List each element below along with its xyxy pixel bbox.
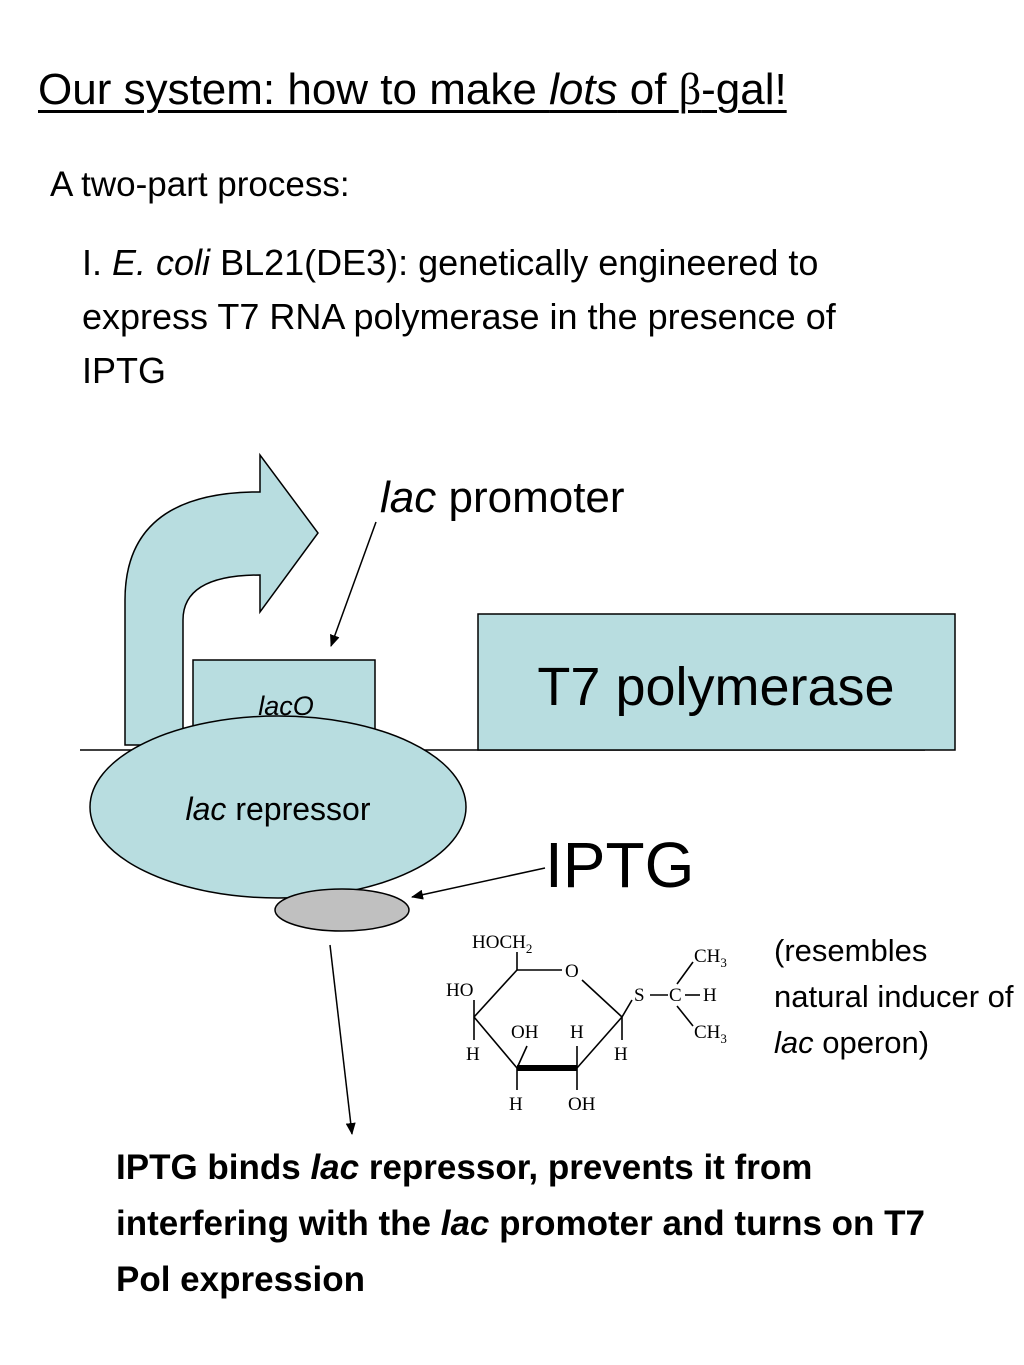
ring-bond — [576, 1016, 623, 1069]
atom-subscript: 2 — [526, 941, 533, 956]
t7-polymerase-gene-box — [477, 613, 956, 751]
lac-repressor-italic: lac — [186, 791, 227, 827]
side-note-text: (resembles natural inducer of — [774, 933, 1014, 1014]
bond — [621, 999, 633, 1018]
atom-label: H — [614, 1044, 628, 1065]
bond — [676, 961, 694, 985]
slide-title: Our system: how to make lots of β-gal! — [38, 62, 787, 118]
iptg-structure-icon — [473, 952, 700, 1090]
iptg-label: IPTG — [545, 829, 694, 901]
iptg-structure-labels: HOCH2 O HO H OH H H H OH S C H CH3 CH3 — [446, 932, 727, 1115]
beta-symbol: β — [678, 65, 702, 114]
step-numeral: I. — [82, 242, 113, 283]
transcription-arrow-icon — [124, 452, 319, 746]
side-note: (resembles natural inducer of lac operon… — [774, 928, 1014, 1066]
side-note-rest: operon) — [813, 1025, 930, 1060]
atom-label: O — [565, 961, 579, 982]
ring-bond — [581, 979, 623, 1018]
title-text-3: -gal! — [701, 65, 787, 114]
lac-promoter-italic: lac — [380, 473, 436, 522]
atom-label: CH3 — [694, 946, 727, 970]
lac-repressor-rest: repressor — [226, 791, 370, 827]
conclusion-part: repressor, prevents it from interfering … — [116, 1148, 813, 1243]
step-description: BL21(DE3): genetically engineered to exp… — [82, 242, 836, 391]
lac-repressor-shape — [89, 715, 467, 899]
atom-text: HOCH — [472, 932, 526, 953]
atom-label: H — [703, 985, 717, 1006]
step-one-text: I. E. coli BL21(DE3): genetically engine… — [82, 236, 842, 398]
atom-subscript: 3 — [720, 955, 727, 970]
promoter-pointer-arrow — [330, 521, 377, 647]
conclusion-italic: lac — [310, 1148, 360, 1187]
atom-label: H — [570, 1022, 584, 1043]
conclusion-part: IPTG binds — [116, 1148, 311, 1187]
atom-label: C — [669, 985, 682, 1006]
t7-polymerase-label: T7 polymerase — [537, 657, 894, 717]
atom-text: CH — [694, 1022, 721, 1043]
atom-label: OH — [568, 1094, 596, 1115]
lac-promoter-label: lac promoter — [380, 473, 625, 522]
iptg-bound-shape — [274, 888, 410, 932]
atom-label: S — [634, 985, 645, 1006]
conclusion-part: promoter and turns on T7 Pol expression — [116, 1204, 925, 1299]
conclusion-italic: lac — [440, 1204, 490, 1243]
atom-label: CH3 — [694, 1022, 727, 1046]
bond — [516, 1045, 528, 1069]
atom-label: HOCH2 — [472, 932, 532, 956]
atom-label: HO — [446, 980, 473, 1001]
title-text: Our system: how to make — [38, 65, 550, 114]
conclusion-text: IPTG binds lac repressor, prevents it fr… — [116, 1140, 976, 1308]
species-name: E. coli — [112, 242, 211, 283]
atom-label: H — [466, 1044, 480, 1065]
lac-promoter-rest: promoter — [436, 473, 624, 522]
title-italic: lots — [549, 65, 618, 114]
atom-label: OH — [511, 1022, 539, 1043]
atom-subscript: 3 — [720, 1031, 727, 1046]
side-note-italic: lac — [774, 1025, 814, 1060]
atom-text: CH — [694, 946, 721, 967]
ring-bond — [473, 1016, 518, 1069]
subtitle: A two-part process: — [50, 165, 350, 204]
conclusion-pointer-arrow — [329, 944, 356, 1135]
iptg-pointer-arrow — [411, 867, 546, 900]
bond — [676, 1005, 694, 1027]
title-text-2: of — [617, 65, 679, 114]
lac-repressor-label: lac repressor — [186, 791, 371, 827]
atom-label: H — [509, 1094, 523, 1115]
ring-bond — [473, 969, 518, 1018]
